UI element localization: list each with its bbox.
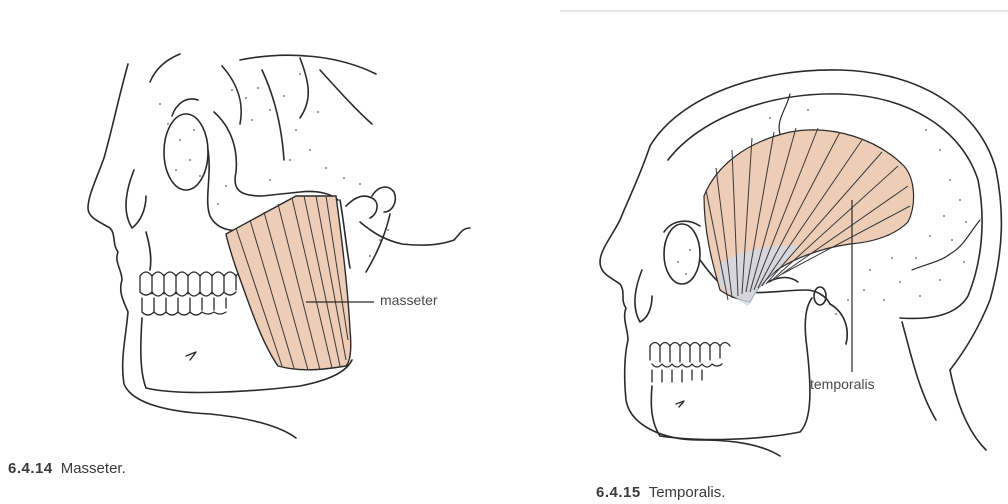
- figure-number: 6.4.15: [596, 484, 641, 501]
- right-teeth: [650, 343, 730, 383]
- caption-masseter: 6.4.14 Masseter.: [8, 460, 126, 477]
- caption-temporalis: 6.4.15 Temporalis.: [596, 484, 725, 501]
- right-mandible: [651, 298, 812, 439]
- left-skull-outline: [150, 54, 376, 82]
- left-ramus: [340, 196, 377, 268]
- masseter-label: masseter: [380, 292, 438, 308]
- temporalis-label: temporalis: [810, 376, 875, 392]
- left-teeth: [140, 272, 248, 315]
- left-zygomatic: [214, 112, 338, 200]
- figure-caption-text: Masseter.: [61, 460, 126, 477]
- right-orbit: [664, 224, 700, 284]
- figure-number: 6.4.14: [8, 460, 53, 477]
- figure-caption-text: Temporalis.: [649, 484, 726, 501]
- temporalis-illustration: [600, 70, 1001, 456]
- left-orbit: [164, 114, 208, 190]
